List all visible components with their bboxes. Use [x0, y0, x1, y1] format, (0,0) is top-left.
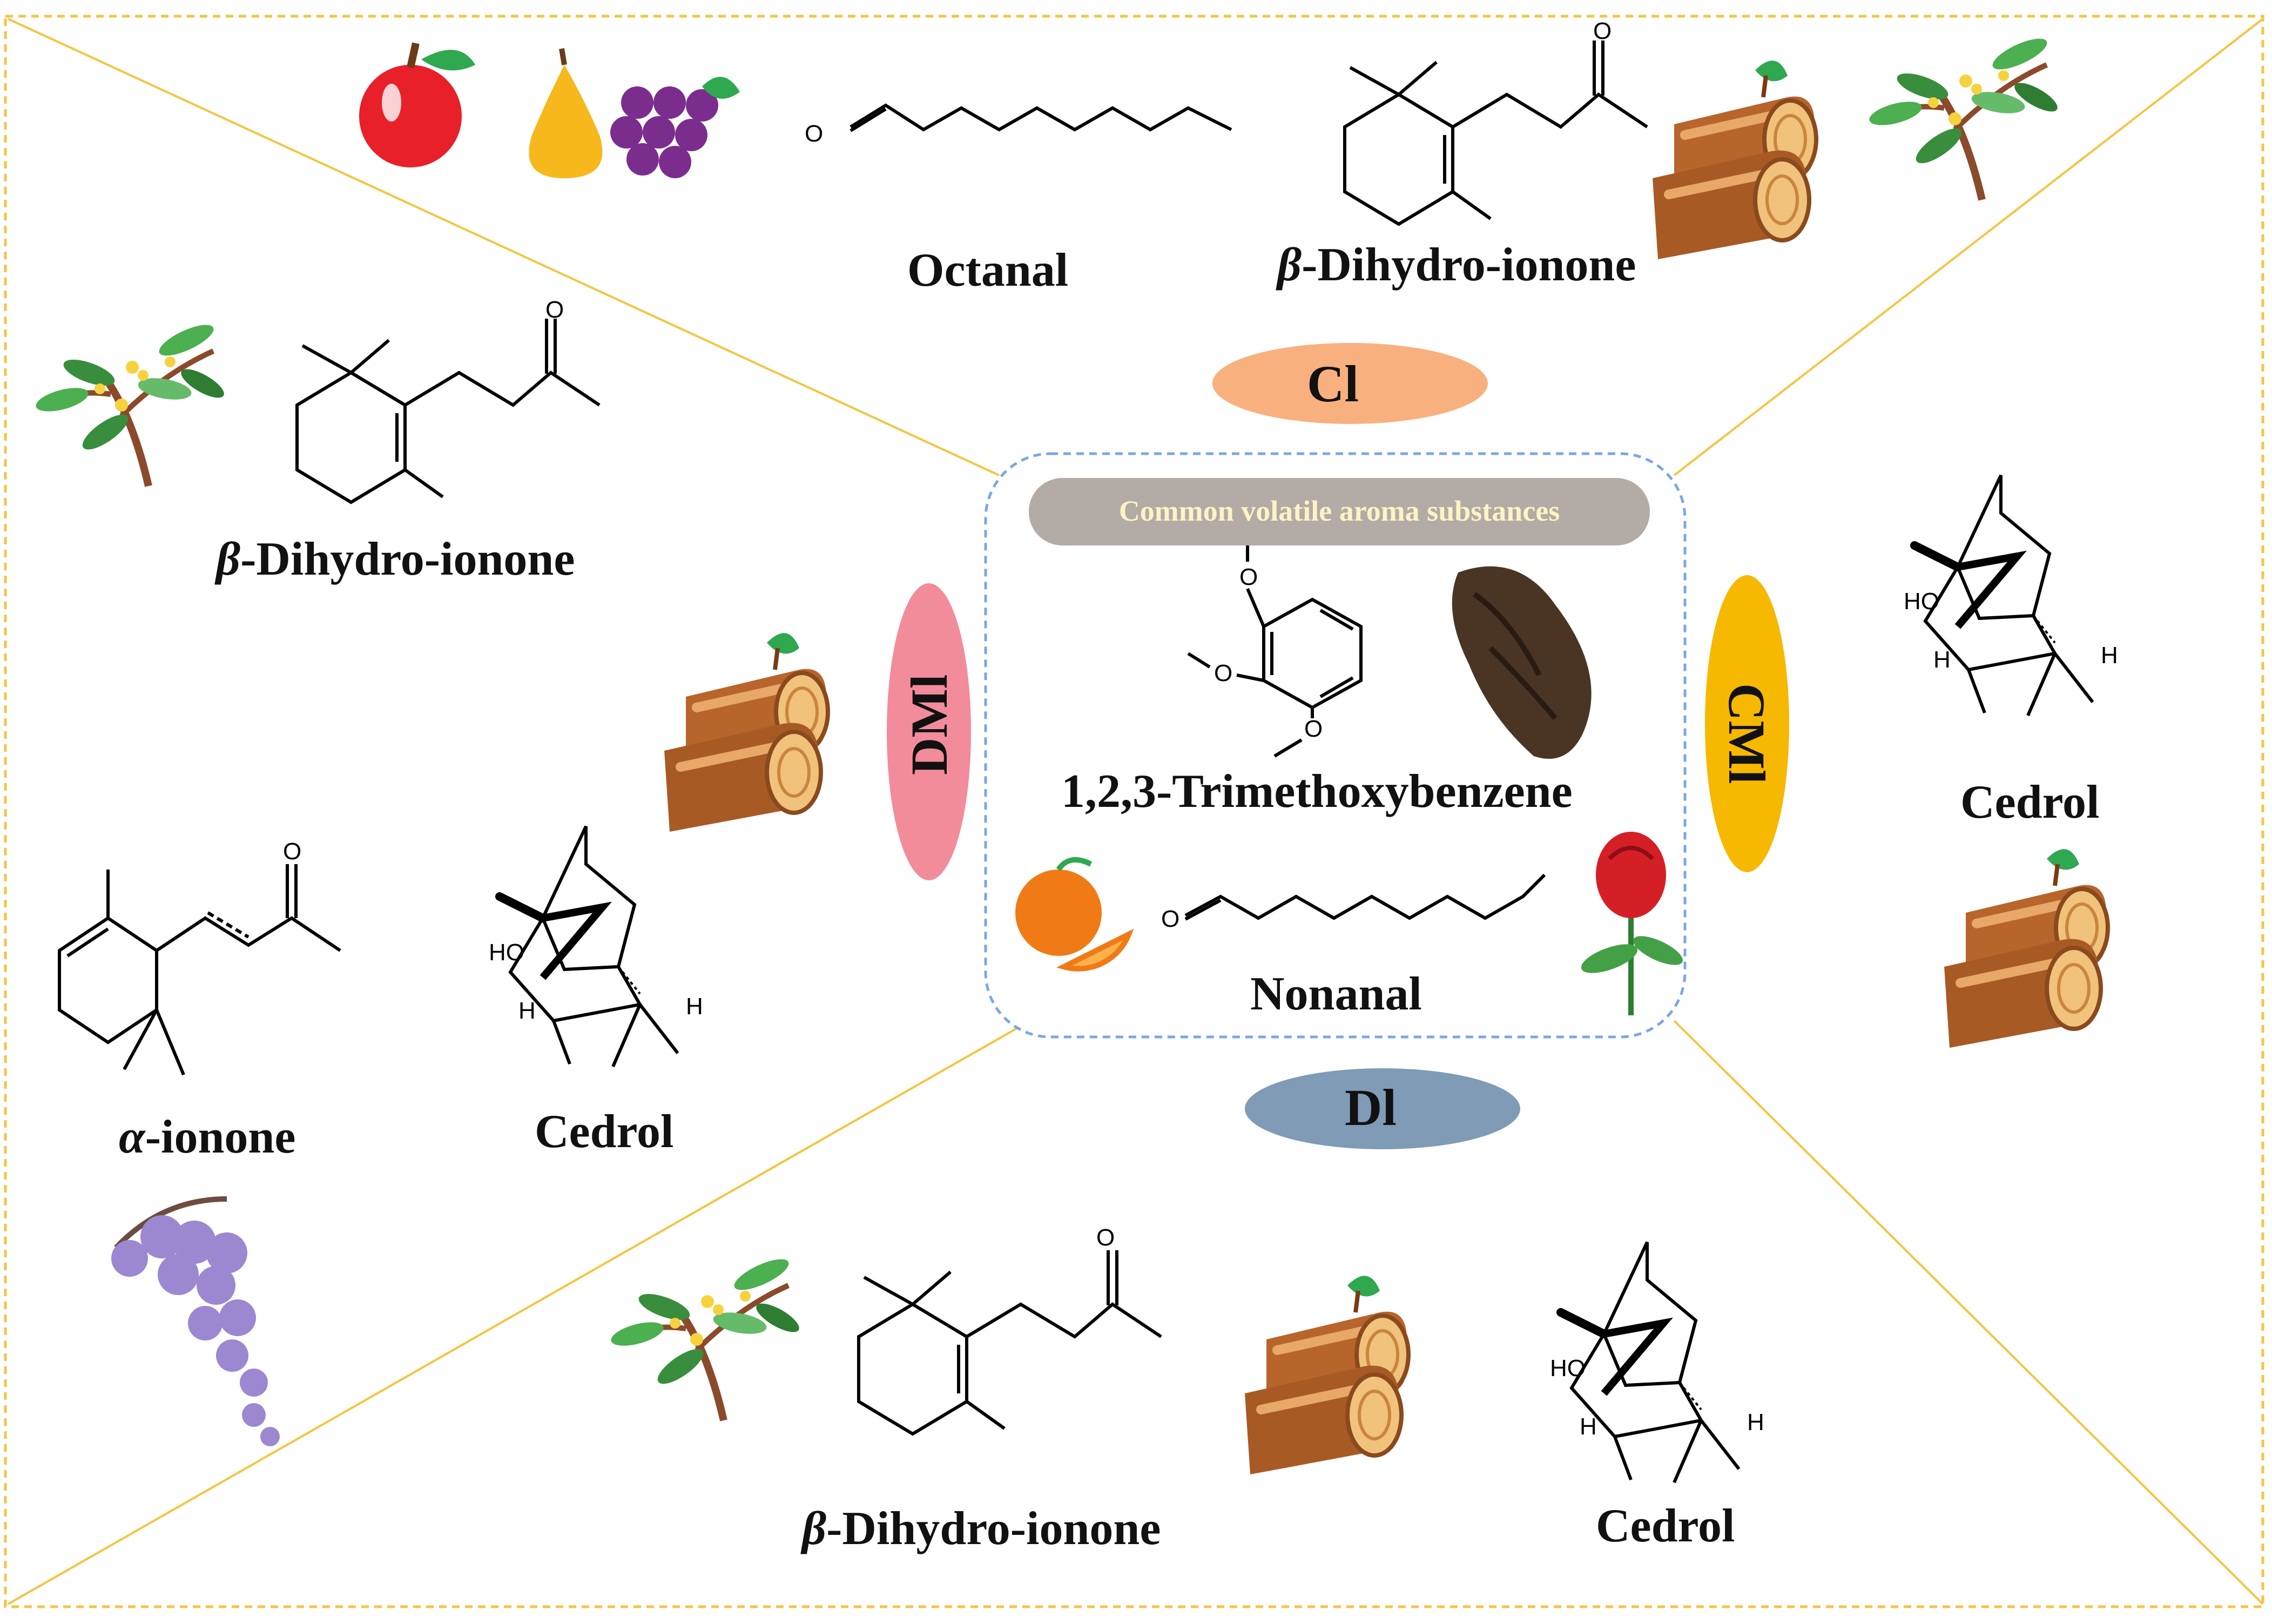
- cedrol-left-h1: H: [518, 998, 536, 1024]
- compound-nonanal: Nonanal: [1250, 968, 1422, 1020]
- left-ionone-oxygen: O: [545, 297, 564, 323]
- cedrol-structure-left: [500, 826, 678, 1067]
- top-octanal-label: Octanal: [907, 244, 1069, 297]
- dml-pill: [887, 583, 971, 880]
- group-dl-label: Dl: [1345, 1079, 1397, 1136]
- group-dml-label: DMl: [900, 674, 958, 775]
- dihydroionone-structure-top: [1345, 41, 1647, 224]
- octanal-o: O: [805, 120, 823, 147]
- cml-pill: [1705, 575, 1789, 872]
- right-cedrol-label: Cedrol: [1960, 776, 2100, 828]
- log-icon: [1245, 1276, 1408, 1474]
- cedrol-bottom-h2: H: [1747, 1409, 1764, 1436]
- dihydroionone-structure-left: [297, 319, 599, 502]
- dl-pill: [1245, 1068, 1520, 1149]
- cedrol-structure-bottom: [1561, 1242, 1739, 1483]
- methoxy-oxygen-1: O: [1239, 564, 1258, 590]
- cedrol-right-ho: HO: [1904, 588, 1939, 615]
- cl-pill: [1212, 343, 1488, 424]
- bottom-cedrol-label: Cedrol: [1596, 1500, 1735, 1552]
- diagonal-top-right: [1673, 18, 2264, 476]
- diagonal-bottom-right: [1673, 1020, 2264, 1605]
- top-dihydroionone-label: β-Dihydro-ionone: [1277, 238, 1636, 292]
- bottom-ionone-oxygen: O: [1096, 1224, 1115, 1251]
- methoxy-oxygen-2: O: [1214, 660, 1233, 686]
- cedrol-structure-right: [1914, 475, 2093, 716]
- alpha-ionone-structure: [58, 864, 341, 1076]
- osmanthus-branch-icon: [1867, 32, 2061, 200]
- diagonal-bottom-left: [8, 1025, 1021, 1605]
- log-icon: [664, 633, 828, 832]
- cedrol-left-ho: HO: [489, 939, 524, 966]
- compound-trimethoxybenzene: 1,2,3-Trimethoxybenzene: [1061, 765, 1573, 818]
- orange-icon: [1015, 857, 1134, 972]
- alpha-ionone-oxygen: O: [283, 838, 302, 865]
- left-alpha-ionone-greek: α: [119, 1111, 145, 1163]
- cedrol-right-h1: H: [1933, 646, 1951, 673]
- left-dihydroionone-greek: β: [216, 533, 241, 585]
- top-ionone-oxygen: O: [1593, 18, 1612, 44]
- center-title: Common volatile aroma substances: [1118, 495, 1560, 527]
- cedrol-right-h2: H: [2101, 642, 2118, 669]
- bottom-dihydroionone-rest: -Dihydro-ionone: [826, 1502, 1161, 1555]
- top-dihydroionone-greek: β: [1277, 239, 1302, 291]
- nonanal-structure: [1184, 873, 1546, 921]
- center-title-bar: [1029, 478, 1650, 545]
- left-dihydroionone-label: β-Dihydro-ionone: [216, 532, 575, 587]
- trimethoxybenzene-structure: [1187, 545, 1363, 758]
- log-icon: [1944, 849, 2108, 1048]
- log-icon: [1653, 60, 1816, 259]
- dried-herb-icon: [1452, 566, 1592, 759]
- outer-frame: [4, 15, 2264, 1608]
- left-alpha-ionone-label: α-ionone: [119, 1110, 295, 1164]
- osmanthus-branch-icon: [609, 1253, 803, 1420]
- nonanal-oxygen: O: [1161, 906, 1180, 932]
- group-cl-label: Cl: [1307, 355, 1359, 413]
- rose-icon: [1581, 832, 1683, 1015]
- left-dihydroionone-rest: -Dihydro-ionone: [240, 533, 575, 585]
- cedrol-bottom-ho: HO: [1550, 1355, 1586, 1382]
- top-dihydroionone-rest: -Dihydro-ionone: [1302, 239, 1636, 291]
- cedrol-left-h2: H: [686, 993, 703, 1020]
- bottom-dihydroionone-label: β-Dihydro-ionone: [802, 1501, 1161, 1556]
- wisteria-icon: [111, 1196, 280, 1446]
- octanal-structure: [850, 103, 1232, 132]
- cedrol-bottom-h1: H: [1580, 1413, 1597, 1440]
- grapes-icon: [610, 77, 740, 178]
- osmanthus-branch-icon: [33, 319, 228, 486]
- apple-icon: [359, 42, 475, 167]
- bottom-dihydroionone-greek: β: [802, 1502, 827, 1555]
- group-cml-label: CMl: [1718, 683, 1776, 784]
- left-cedrol-label: Cedrol: [535, 1106, 674, 1158]
- diagonal-top-left: [8, 18, 1000, 476]
- pear-icon: [529, 48, 603, 178]
- methoxy-oxygen-3: O: [1304, 716, 1323, 742]
- dihydroionone-structure-bottom: [859, 1250, 1161, 1434]
- left-alpha-ionone-rest: -ionone: [145, 1111, 296, 1163]
